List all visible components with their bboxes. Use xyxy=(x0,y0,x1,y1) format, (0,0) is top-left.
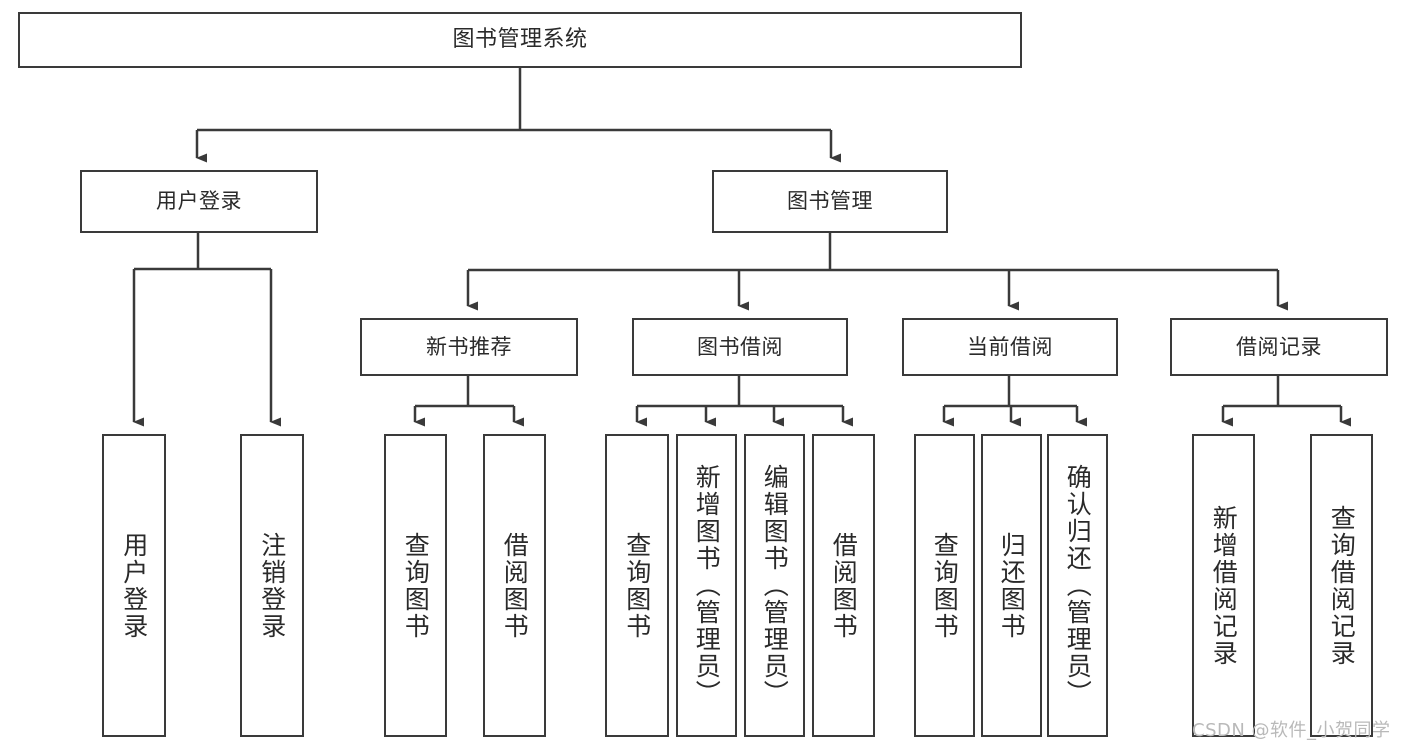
node-leaf-add-borrow-record-label: 新增借阅记录 xyxy=(1209,504,1239,667)
node-leaf-logout-label: 注销登录 xyxy=(257,531,287,640)
node-leaf-query-borrow-record[interactable]: 查询借阅记录 xyxy=(1310,434,1373,737)
node-leaf-query-book-2[interactable]: 查询图书 xyxy=(605,434,669,737)
node-leaf-query-book-2-label: 查询图书 xyxy=(622,531,652,640)
node-leaf-query-book-1[interactable]: 查询图书 xyxy=(384,434,447,737)
node-borrow-record-label: 借阅记录 xyxy=(1236,334,1322,359)
node-book-management-label: 图书管理 xyxy=(787,189,873,214)
node-leaf-borrow-book-2[interactable]: 借阅图书 xyxy=(812,434,875,737)
node-leaf-user-login[interactable]: 用户登录 xyxy=(102,434,166,737)
node-book-borrow-label: 图书借阅 xyxy=(697,334,783,359)
node-book-management[interactable]: 图书管理 xyxy=(712,170,948,233)
node-leaf-add-book-admin[interactable]: 新增图书（管理员） xyxy=(676,434,737,737)
node-leaf-borrow-book-1[interactable]: 借阅图书 xyxy=(483,434,546,737)
node-new-book-recommendation[interactable]: 新书推荐 xyxy=(360,318,578,376)
node-leaf-borrow-book-2-label: 借阅图书 xyxy=(829,531,859,640)
node-user-login[interactable]: 用户登录 xyxy=(80,170,318,233)
node-leaf-edit-book-admin[interactable]: 编辑图书（管理员） xyxy=(744,434,805,737)
node-leaf-add-borrow-record[interactable]: 新增借阅记录 xyxy=(1192,434,1255,737)
node-user-login-label: 用户登录 xyxy=(156,189,242,214)
node-leaf-confirm-return-admin[interactable]: 确认归还（管理员） xyxy=(1047,434,1108,737)
node-leaf-query-book-3[interactable]: 查询图书 xyxy=(914,434,975,737)
node-leaf-return-book-label: 归还图书 xyxy=(997,531,1027,640)
node-root-book-management-system[interactable]: 图书管理系统 xyxy=(18,12,1022,68)
node-leaf-query-book-1-label: 查询图书 xyxy=(401,531,431,640)
node-borrow-record[interactable]: 借阅记录 xyxy=(1170,318,1388,376)
csdn-watermark: CSDN @软件_小贺同学 xyxy=(1192,720,1391,741)
node-leaf-add-book-admin-label: 新增图书（管理员） xyxy=(692,464,722,707)
node-current-borrow-label: 当前借阅 xyxy=(967,334,1053,359)
node-leaf-return-book[interactable]: 归还图书 xyxy=(981,434,1042,737)
node-leaf-edit-book-admin-label: 编辑图书（管理员） xyxy=(760,464,790,707)
node-leaf-borrow-book-1-label: 借阅图书 xyxy=(500,531,530,640)
node-current-borrow[interactable]: 当前借阅 xyxy=(902,318,1118,376)
node-leaf-user-login-label: 用户登录 xyxy=(119,531,149,640)
node-root-label: 图书管理系统 xyxy=(452,27,588,53)
node-new-book-recommendation-label: 新书推荐 xyxy=(426,334,512,359)
node-leaf-query-borrow-record-label: 查询借阅记录 xyxy=(1327,504,1357,667)
node-leaf-confirm-return-admin-label: 确认归还（管理员） xyxy=(1063,464,1093,707)
node-leaf-query-book-3-label: 查询图书 xyxy=(930,531,960,640)
node-leaf-logout[interactable]: 注销登录 xyxy=(240,434,304,737)
node-book-borrow[interactable]: 图书借阅 xyxy=(632,318,848,376)
